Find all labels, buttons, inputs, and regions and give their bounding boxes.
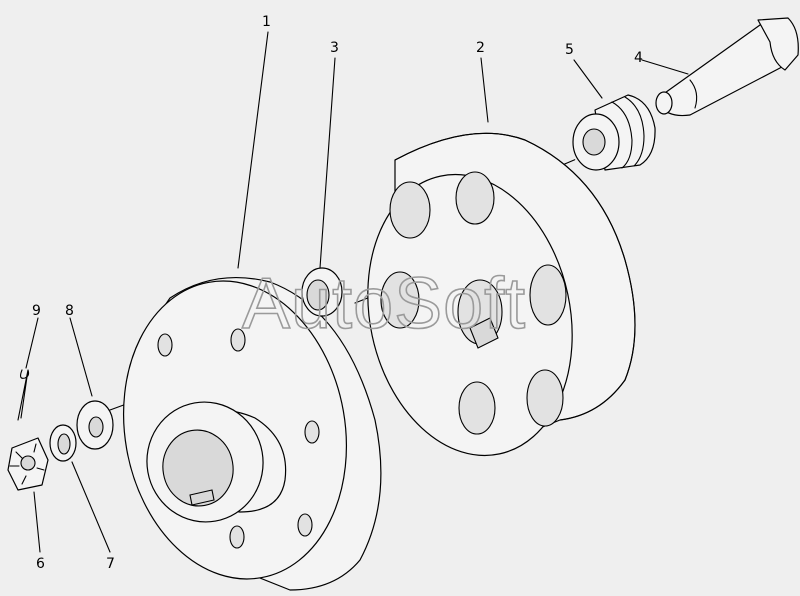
part-9-cotter-pin bbox=[17, 369, 30, 421]
callout-labels: 1 2 3 4 5 6 7 8 9 bbox=[32, 14, 643, 572]
part-8-washer bbox=[76, 400, 114, 450]
callout-4: 4 bbox=[634, 50, 643, 66]
callout-2: 2 bbox=[476, 40, 485, 56]
part-6-castle-nut bbox=[7, 437, 49, 491]
callout-5: 5 bbox=[565, 42, 574, 58]
callout-8: 8 bbox=[65, 303, 74, 319]
part-4-pin bbox=[655, 17, 799, 117]
callout-3: 3 bbox=[330, 40, 339, 56]
callout-7: 7 bbox=[106, 556, 115, 572]
callout-9: 9 bbox=[32, 303, 41, 319]
callout-6: 6 bbox=[36, 556, 45, 572]
part-1-flange-hub bbox=[122, 277, 382, 591]
part-5-rubber-sleeve bbox=[572, 94, 656, 171]
part-2-elastic-disc bbox=[367, 132, 636, 457]
callout-1: 1 bbox=[262, 14, 271, 30]
watermark-text: AutoSoft bbox=[242, 264, 526, 344]
part-7-spring-washer bbox=[49, 424, 77, 462]
leader-lines bbox=[25, 31, 689, 553]
part-3-bushing bbox=[301, 267, 343, 317]
